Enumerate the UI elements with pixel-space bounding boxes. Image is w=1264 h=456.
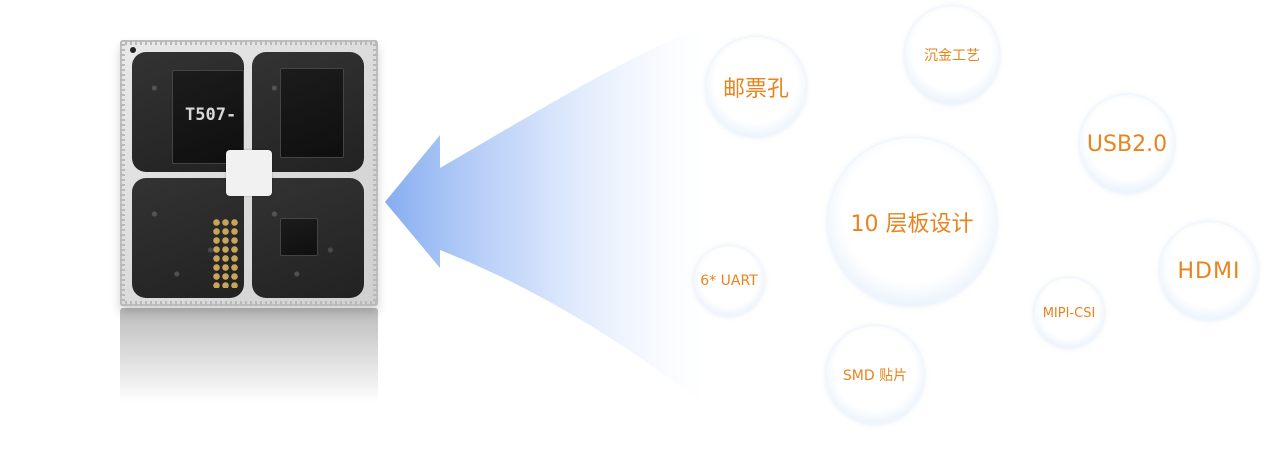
feature-bubble-mipi: MIPI-CSI: [1034, 278, 1104, 348]
gold-pads: [212, 218, 238, 288]
center-shield-pad: [226, 150, 272, 196]
feature-label: 10 层板设计: [850, 212, 974, 237]
feature-bubble-uart: 6* UART: [694, 246, 764, 316]
feature-bubble-hdmi: HDMI: [1160, 222, 1258, 320]
feature-bubble-smd: SMD 贴片: [826, 326, 924, 424]
feature-label: HDMI: [1177, 258, 1241, 284]
feature-bubble-usb: USB2.0: [1080, 95, 1174, 193]
soc-chip: T507-: [172, 70, 244, 164]
feature-label: SMD 贴片: [842, 368, 908, 384]
feature-bubble-layers: 10 层板设计: [828, 138, 996, 306]
feature-label: 邮票孔: [722, 77, 789, 102]
soc-chip-marking: T507-: [185, 105, 237, 125]
pin1-marker: [130, 47, 136, 53]
feature-label: MIPI-CSI: [1042, 305, 1096, 321]
module-reflection: [120, 308, 378, 428]
feature-bubble-immersion-gold: 沉金工艺: [905, 6, 999, 104]
core-module-image: T507-: [120, 40, 378, 306]
feature-label: USB2.0: [1086, 131, 1168, 157]
feature-label: 6* UART: [700, 273, 758, 289]
pmic-chip: [280, 218, 318, 256]
feature-label: 沉金工艺: [924, 48, 980, 64]
feature-bubble-stamp-hole: 邮票孔: [706, 37, 806, 137]
shield-bottom-right: [252, 178, 364, 298]
memory-chip: [280, 68, 344, 158]
